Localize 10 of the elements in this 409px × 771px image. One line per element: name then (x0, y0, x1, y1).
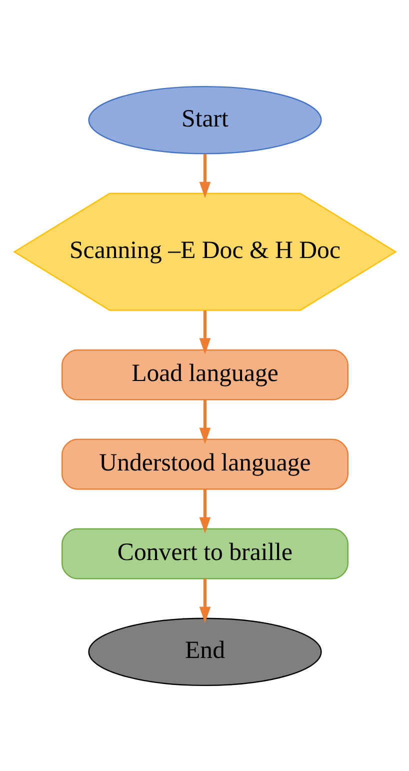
arrow (198, 578, 210, 622)
arrow (198, 310, 210, 354)
arrow (198, 399, 210, 444)
node-box: Load language (61, 348, 348, 400)
node-ellipse: Start (88, 85, 322, 154)
arrow (198, 488, 210, 533)
node-box: Convert to braille (61, 528, 348, 579)
arrow (198, 153, 210, 198)
node-ellipse: End (88, 617, 322, 686)
node-box: Understood language (61, 438, 348, 490)
